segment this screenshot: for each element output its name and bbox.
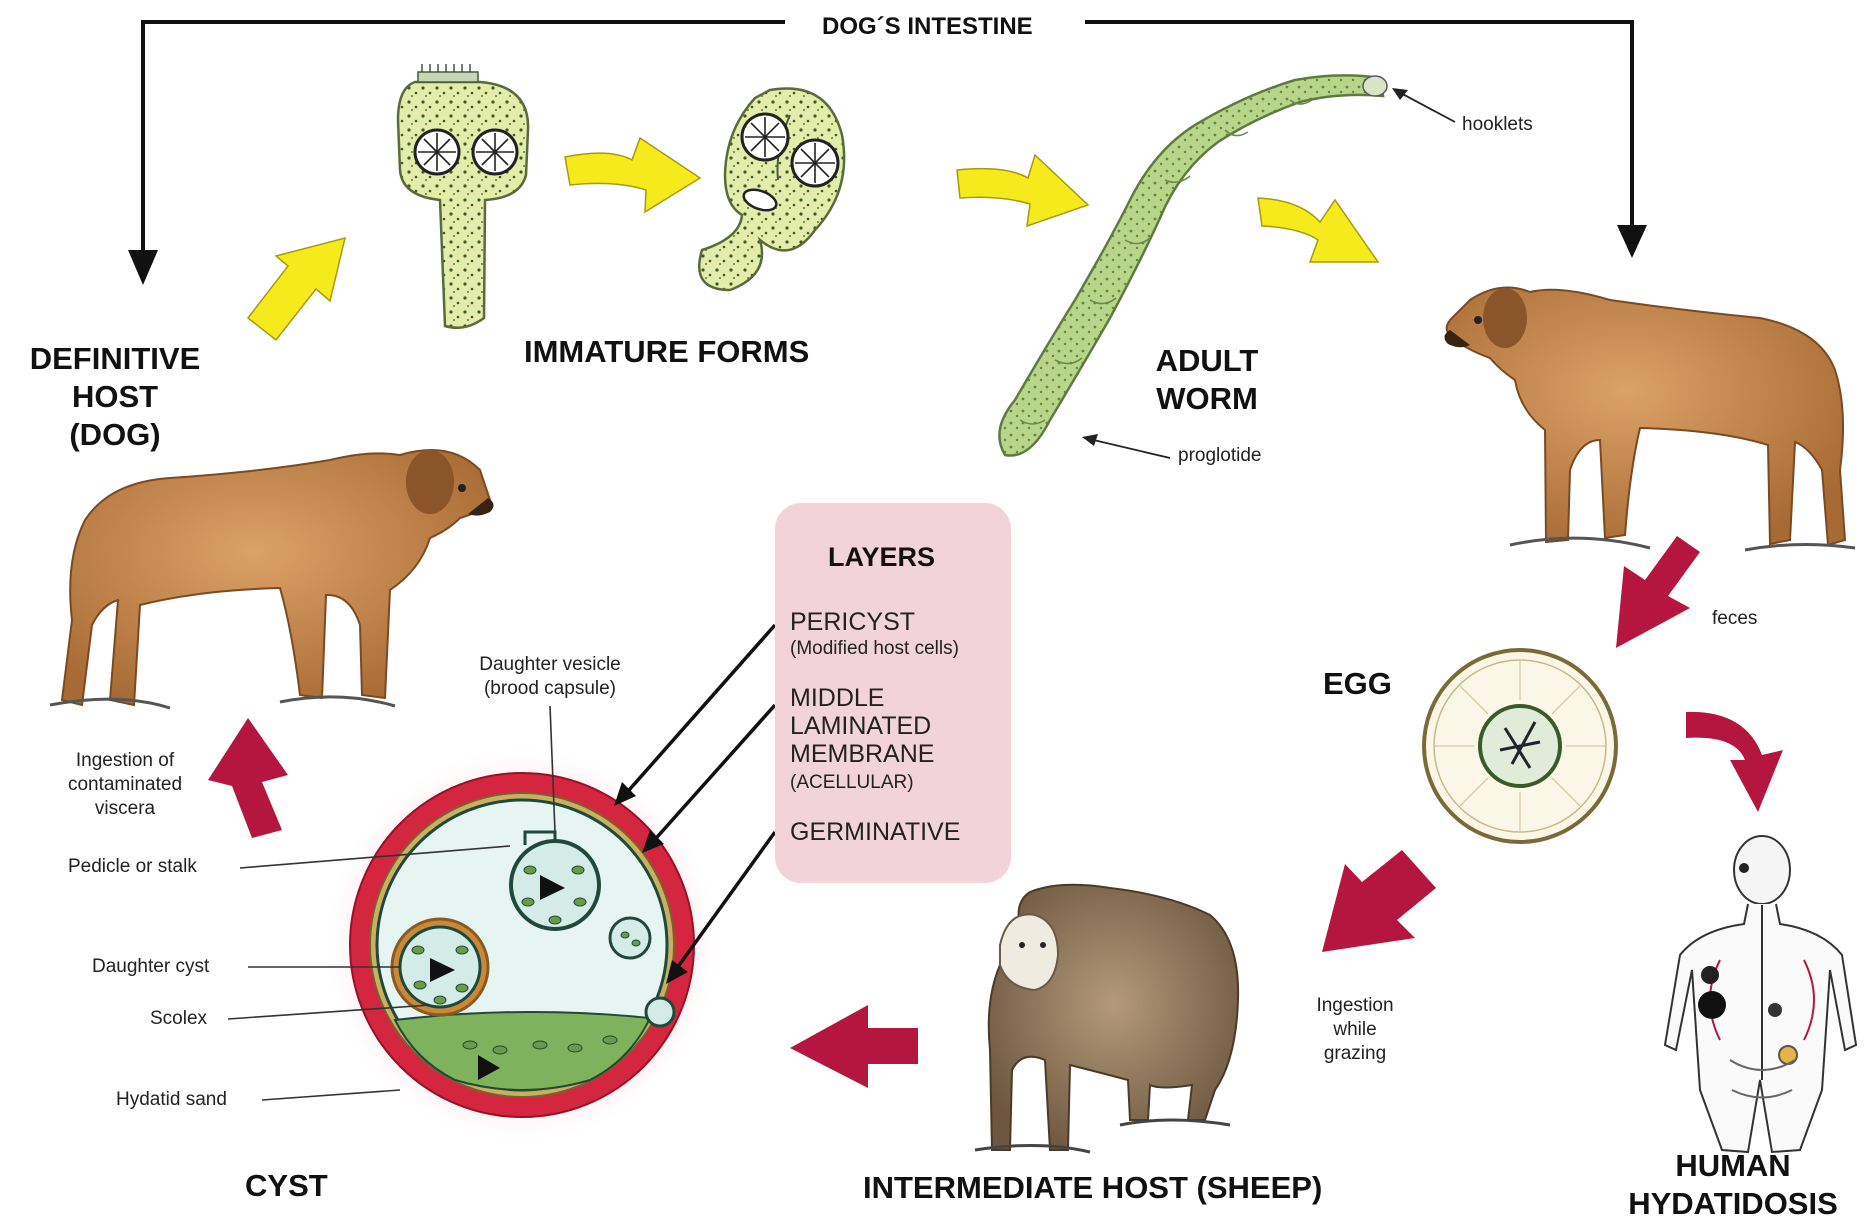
layer-germinative: GERMINATIVE (790, 818, 960, 846)
dog-right (1444, 288, 1855, 551)
proglotide-label: proglotide (1178, 444, 1261, 468)
sheep (975, 885, 1238, 1152)
daughter-cyst-label: Daughter cyst (92, 955, 209, 979)
yellow-arrow-2 (565, 138, 700, 212)
dog-left (50, 450, 494, 708)
definitive-host-label: DEFINITIVE HOST (DOG) (10, 340, 220, 454)
feces-label: feces (1712, 607, 1757, 631)
red-arrow-feces (1616, 536, 1700, 648)
hydatid-sand-label: Hydatid sand (116, 1088, 227, 1112)
adult-worm-label: ADULT WORM (1132, 342, 1282, 418)
layer-laminated-note: (ACELLULAR) (790, 772, 914, 794)
bracket-left-arrowhead (128, 250, 158, 285)
hydatid-cyst (322, 745, 722, 1145)
bracket-right-arrowhead (1617, 225, 1647, 258)
human-hydatidosis-label: HUMAN HYDATIDOSIS (1604, 1147, 1862, 1223)
intestine-bracket (128, 22, 1647, 285)
pedicle-label: Pedicle or stalk (68, 855, 197, 879)
immature-forms-label: IMMATURE FORMS (524, 333, 809, 371)
layer-pericyst-note: (Modified host cells) (790, 638, 959, 660)
egg (1424, 650, 1616, 842)
intermediate-host-label: INTERMEDIATE HOST (SHEEP) (863, 1169, 1322, 1207)
yellow-arrow-3 (957, 155, 1088, 226)
human-figure (1665, 836, 1856, 1152)
red-arrow-cyst (790, 1005, 918, 1088)
yellow-arrow-4 (1258, 198, 1378, 262)
layers-title: LAYERS (828, 538, 935, 576)
cyst-label: CYST (245, 1167, 328, 1205)
dog-intestine-label: DOG´S INTESTINE (810, 8, 1045, 46)
red-arrow-human (1686, 712, 1783, 812)
layer-laminated: MIDDLE LAMINATED MEMBRANE (790, 684, 934, 768)
immature-form-scolex (398, 64, 528, 328)
immature-form-invaginated (699, 88, 844, 290)
ingestion-viscera-label: Ingestion of contaminated viscera (50, 749, 200, 821)
egg-label: EGG (1323, 665, 1392, 703)
hooklets-label: hooklets (1462, 113, 1533, 137)
daughter-vesicle-label: Daughter vesicle (brood capsule) (455, 653, 645, 701)
ingestion-grazing-label: Ingestion while grazing (1300, 994, 1410, 1066)
layer-pericyst: PERICYST (790, 608, 915, 636)
yellow-arrow-1 (248, 238, 345, 340)
scolex-label: Scolex (150, 1007, 207, 1031)
red-arrow-viscera (208, 718, 288, 838)
red-arrow-grazing (1322, 850, 1436, 952)
